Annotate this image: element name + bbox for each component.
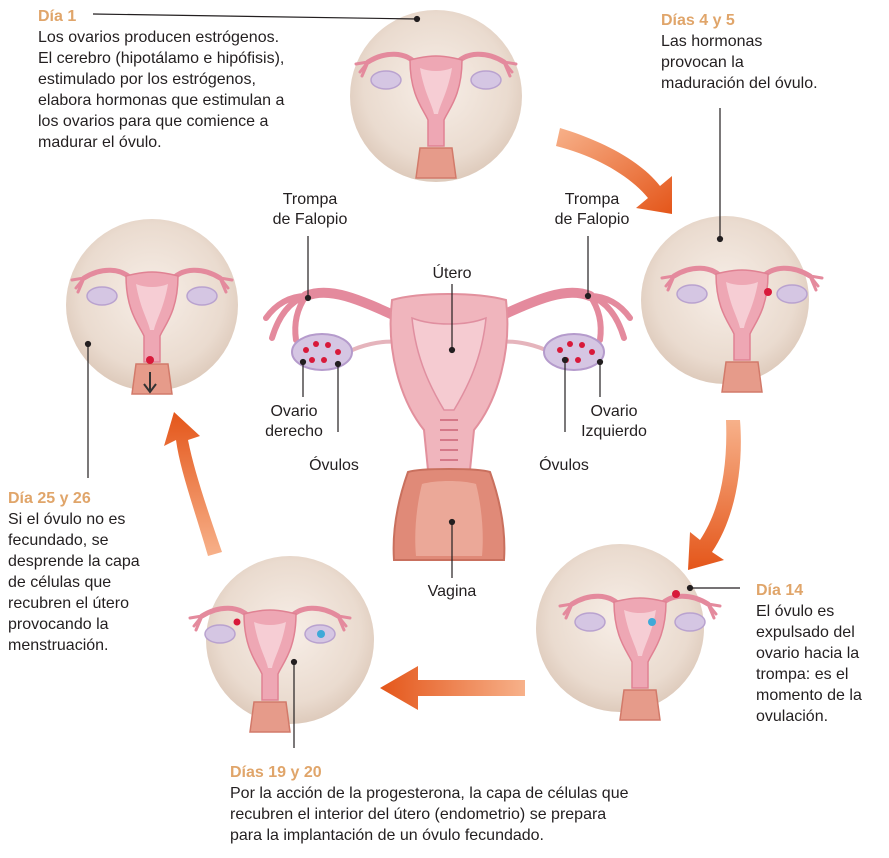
stage-day4-5-text: Días 4 y 5 Las hormonas provocan la madu… — [661, 10, 818, 94]
stage-day25-26-line: menstruación. — [8, 635, 140, 656]
label-ovulos-right: Óvulos — [528, 456, 600, 476]
cycle-arrow — [164, 412, 222, 556]
stage-day25-26-line: fecundado, se — [8, 530, 140, 551]
stage-day25-26-text: Día 25 y 26 Si el óvulo no es fecundado,… — [8, 488, 140, 656]
stage-day14-line: trompa: es el — [756, 664, 862, 685]
label-line: Izquierdo — [568, 422, 660, 442]
stage-day1-line: madurar el óvulo. — [38, 132, 284, 153]
label-line: de Falopio — [256, 210, 364, 230]
stage-circle-day14 — [536, 544, 720, 720]
stage-day4-5-line: Las hormonas — [661, 31, 818, 52]
label-line: Ovario — [568, 402, 660, 422]
stage-day14-line: ovulación. — [756, 706, 862, 727]
stage-day1-line: elabora hormonas que estimulan a — [38, 90, 284, 111]
stage-day14-line: ovario hacia la — [756, 643, 862, 664]
stage-day1-line: El cerebro (hipotálamo e hipófisis), — [38, 48, 284, 69]
stage-day25-26-title: Día 25 y 26 — [8, 488, 140, 509]
label-ovulos-left: Óvulos — [298, 456, 370, 476]
stage-day1-title: Día 1 — [38, 6, 284, 27]
stage-day1-line: Los ovarios producen estrógenos. — [38, 27, 284, 48]
label-ovario-derecho: Ovario derecho — [252, 402, 336, 442]
cycle-arrow — [688, 420, 741, 570]
stage-day14-title: Día 14 — [756, 580, 862, 601]
stage-day1-line: estimulado por los estrógenos, — [38, 69, 284, 90]
stage-circle-day19-20 — [190, 556, 374, 732]
stage-circle-day25-26 — [66, 219, 238, 394]
stage-day25-26-line: Si el óvulo no es — [8, 509, 140, 530]
stage-day1-text: Día 1 Los ovarios producen estrógenos. E… — [38, 6, 284, 153]
stage-day4-5-title: Días 4 y 5 — [661, 10, 818, 31]
stage-day25-26-line: de células que — [8, 572, 140, 593]
stage-day4-5-line: provocan la — [661, 52, 818, 73]
label-line: Trompa — [538, 190, 646, 210]
label-line: Trompa — [256, 190, 364, 210]
stage-day19-20-line: Por la acción de la progesterona, la cap… — [230, 783, 628, 804]
stage-day14-line: expulsado del — [756, 622, 862, 643]
stage-circle-day4-5 — [641, 216, 822, 392]
stage-day1-line: los ovarios para que comience a — [38, 111, 284, 132]
stage-day19-20-text: Días 19 y 20 Por la acción de la progest… — [230, 762, 628, 846]
label-line: derecho — [252, 422, 336, 442]
stage-day25-26-line: desprende la capa — [8, 551, 140, 572]
label-trompa-left: Trompa de Falopio — [256, 190, 364, 230]
stage-day4-5-line: maduración del óvulo. — [661, 73, 818, 94]
label-trompa-right: Trompa de Falopio — [538, 190, 646, 230]
stage-day19-20-title: Días 19 y 20 — [230, 762, 628, 783]
stage-day14-line: El óvulo es — [756, 601, 862, 622]
label-ovario-izquierdo: Ovario Izquierdo — [568, 402, 660, 442]
stage-day19-20-line: para la implantación de un óvulo fecunda… — [230, 825, 628, 846]
stage-day19-20-line: recubren el interior del útero (endometr… — [230, 804, 628, 825]
stage-day25-26-line: recubren el útero — [8, 593, 140, 614]
stage-day14-line: momento de la — [756, 685, 862, 706]
stage-day25-26-line: provocando la — [8, 614, 140, 635]
label-utero: Útero — [420, 264, 484, 284]
stage-day14-text: Día 14 El óvulo es expulsado del ovario … — [756, 580, 862, 727]
cycle-arrow — [380, 666, 525, 710]
stage-circle-day1 — [350, 10, 522, 182]
label-line: de Falopio — [538, 210, 646, 230]
label-vagina: Vagina — [416, 582, 488, 602]
label-line: Ovario — [252, 402, 336, 422]
